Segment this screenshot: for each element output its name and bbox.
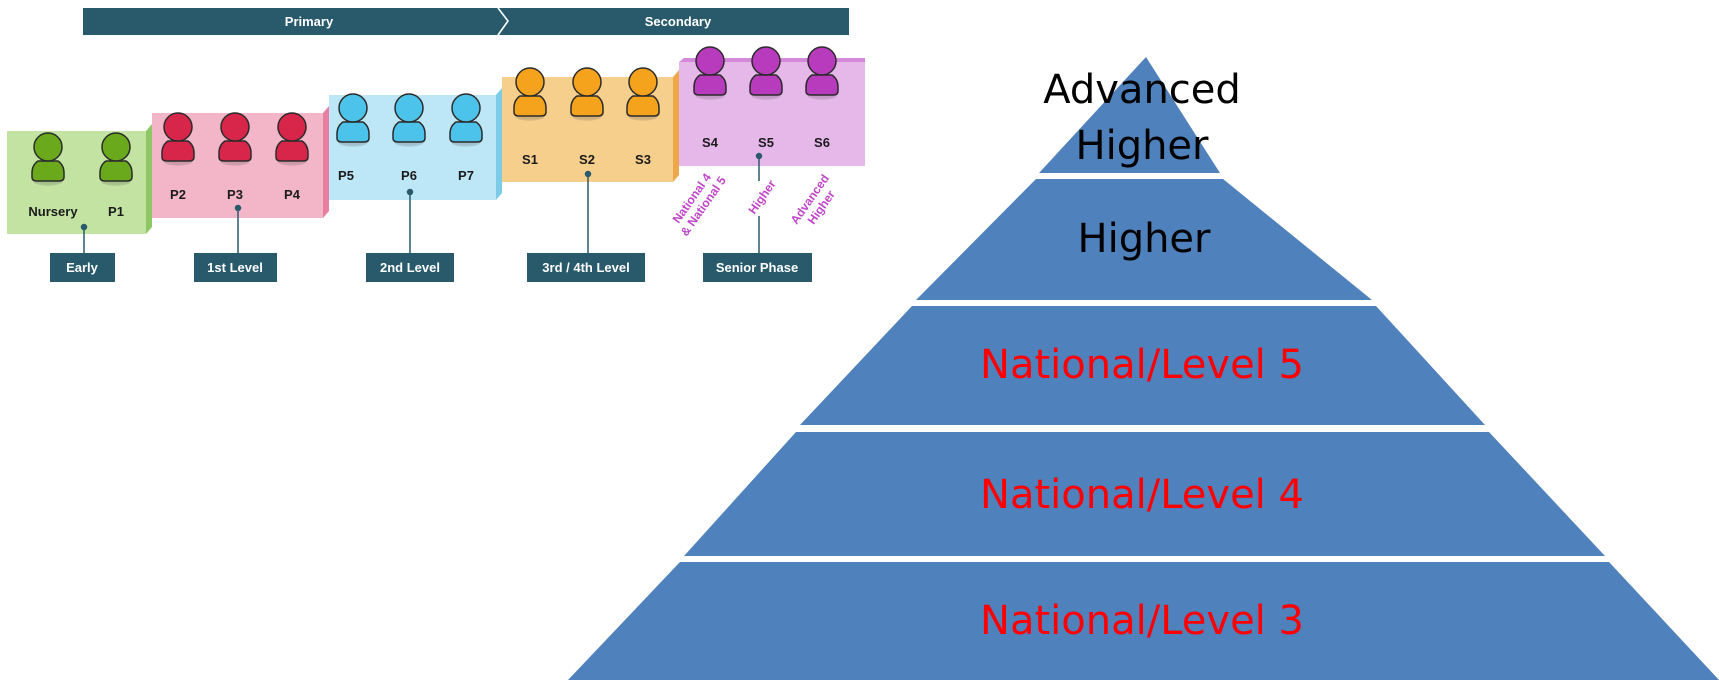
stage-p2: P2 (170, 187, 186, 202)
level-3rd-4th: 3rd / 4th Level (542, 260, 629, 275)
primary-label: Primary (285, 14, 334, 29)
tier-higher-label: Higher (1078, 216, 1212, 262)
tier-advanced-label: Advanced (1043, 67, 1241, 113)
pyramid-tier-1 (1039, 57, 1220, 173)
stage-nursery: Nursery (28, 204, 78, 219)
stage-p3: P3 (227, 187, 243, 202)
pyramid-tier-4 (684, 432, 1605, 556)
stage-labels: Nursery P1 P2 P3 P4 P5 P6 P7 S1 S2 S3 S4… (28, 135, 830, 219)
pyramid-tier-2 (916, 179, 1372, 300)
stage-s2: S2 (579, 152, 595, 167)
level-2nd: 2nd Level (380, 260, 440, 275)
secondary-label: Secondary (645, 14, 712, 29)
level-tags: Early 1st Level 2nd Level 3rd / 4th Leve… (50, 253, 812, 282)
people-purple (693, 46, 839, 100)
qual-higher: Higher (745, 177, 778, 216)
pyramid-tier-3 (800, 306, 1485, 425)
people-red (161, 112, 309, 166)
phase-header-bar: Primary Secondary (83, 7, 849, 36)
level-early: Early (66, 260, 99, 275)
level-1st: 1st Level (207, 260, 263, 275)
tier-national-4-label: National/Level 4 (980, 472, 1304, 518)
stage-p4: P4 (284, 187, 301, 202)
senior-qualifications: National 4 & National 5 Higher Advanced … (670, 171, 838, 239)
stage-p7: P7 (458, 168, 474, 183)
tier-national-3-label: National/Level 3 (980, 598, 1304, 644)
level-senior-phase: Senior Phase (716, 260, 798, 275)
tier-national-5-label: National/Level 5 (980, 342, 1304, 388)
stage-p6: P6 (401, 168, 417, 183)
qualification-pyramid: Advanced Higher Higher National/Level 5 … (568, 57, 1719, 680)
stage-s5: S5 (758, 135, 774, 150)
pyramid-tier-5 (568, 562, 1719, 680)
stage-p5: P5 (338, 168, 354, 183)
stage-p1: P1 (108, 204, 124, 219)
stage-s4: S4 (702, 135, 719, 150)
tier-advanced-higher-label: Higher (1076, 123, 1210, 169)
curriculum-diagram: Primary Secondary (7, 7, 865, 282)
stage-s1: S1 (522, 152, 538, 167)
connectors (80, 152, 763, 253)
people-blue (336, 93, 483, 147)
stage-s6: S6 (814, 135, 830, 150)
people-orange (513, 67, 660, 121)
stage-s3: S3 (635, 152, 651, 167)
